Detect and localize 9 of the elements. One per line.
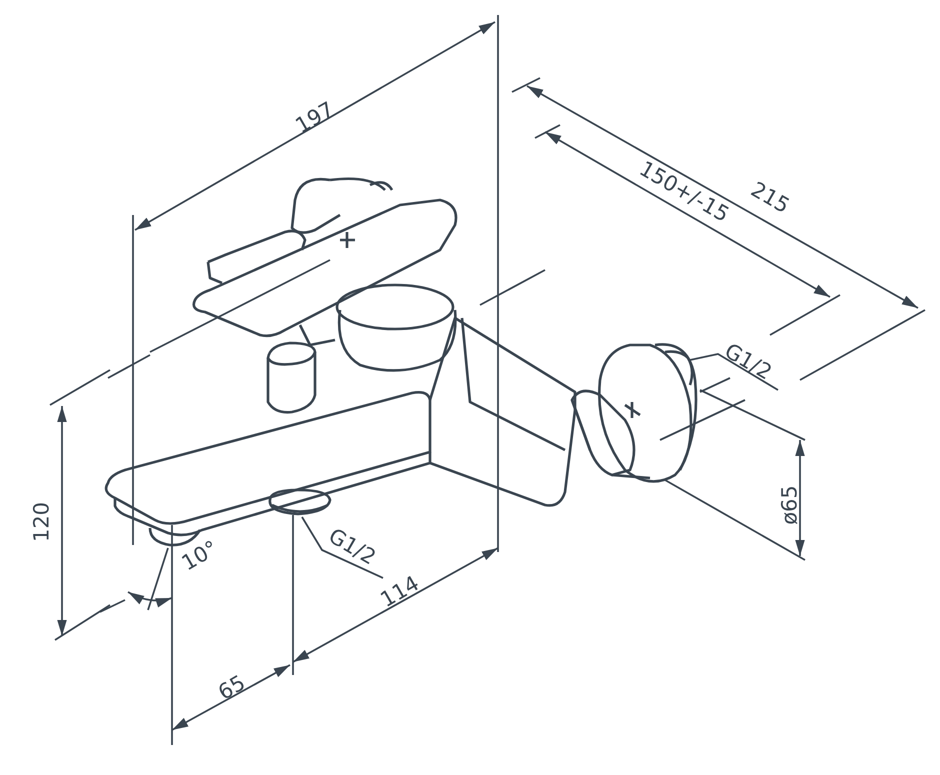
dimension-label: 197 (292, 98, 338, 138)
dimension-label: 65 (215, 672, 249, 704)
dimension-label: ø65 (780, 485, 800, 525)
thread-label: G1/2 (325, 525, 379, 569)
dimension-label: 114 (377, 572, 423, 612)
thread-label: G1/2 (721, 340, 775, 384)
dimension-label: 120 (32, 502, 52, 542)
angle-label: 10° (178, 538, 222, 574)
dimension-label: 215 (747, 178, 793, 218)
